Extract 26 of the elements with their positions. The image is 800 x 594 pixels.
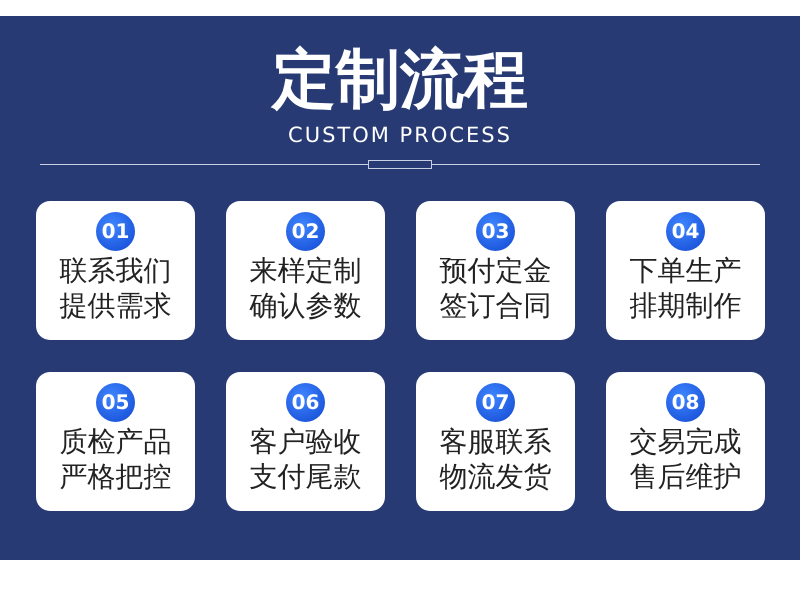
step-card xyxy=(226,372,385,511)
step-text: 来样定制确认参数 xyxy=(248,253,362,323)
step-number: 06 xyxy=(286,383,325,422)
title: 定制流程 xyxy=(270,42,529,119)
step-text: 客户验收支付尾款 xyxy=(248,424,362,494)
step-number: 03 xyxy=(476,212,515,251)
subtitle: CUSTOM PROCESS xyxy=(288,122,512,148)
step-card xyxy=(36,372,195,511)
step-text: 客服联系物流发货 xyxy=(438,424,552,494)
step-number: 01 xyxy=(96,212,135,251)
step-card xyxy=(606,201,765,340)
step-text: 交易完成售后维护 xyxy=(628,424,742,494)
step-number: 04 xyxy=(666,212,705,251)
step-text: 下单生产排期制作 xyxy=(628,253,742,323)
step-text: 质检产品严格把控 xyxy=(58,424,172,494)
step-card xyxy=(606,372,765,511)
step-number: 08 xyxy=(666,383,705,422)
step-text: 联系我们提供需求 xyxy=(58,253,172,323)
step-card xyxy=(226,201,385,340)
step-card xyxy=(36,201,195,340)
step-text: 预付定金签订合同 xyxy=(438,253,552,323)
step-number: 07 xyxy=(476,383,515,422)
step-card xyxy=(416,201,575,340)
step-number: 05 xyxy=(96,383,135,422)
step-card xyxy=(416,372,575,511)
step-number: 02 xyxy=(286,212,325,251)
